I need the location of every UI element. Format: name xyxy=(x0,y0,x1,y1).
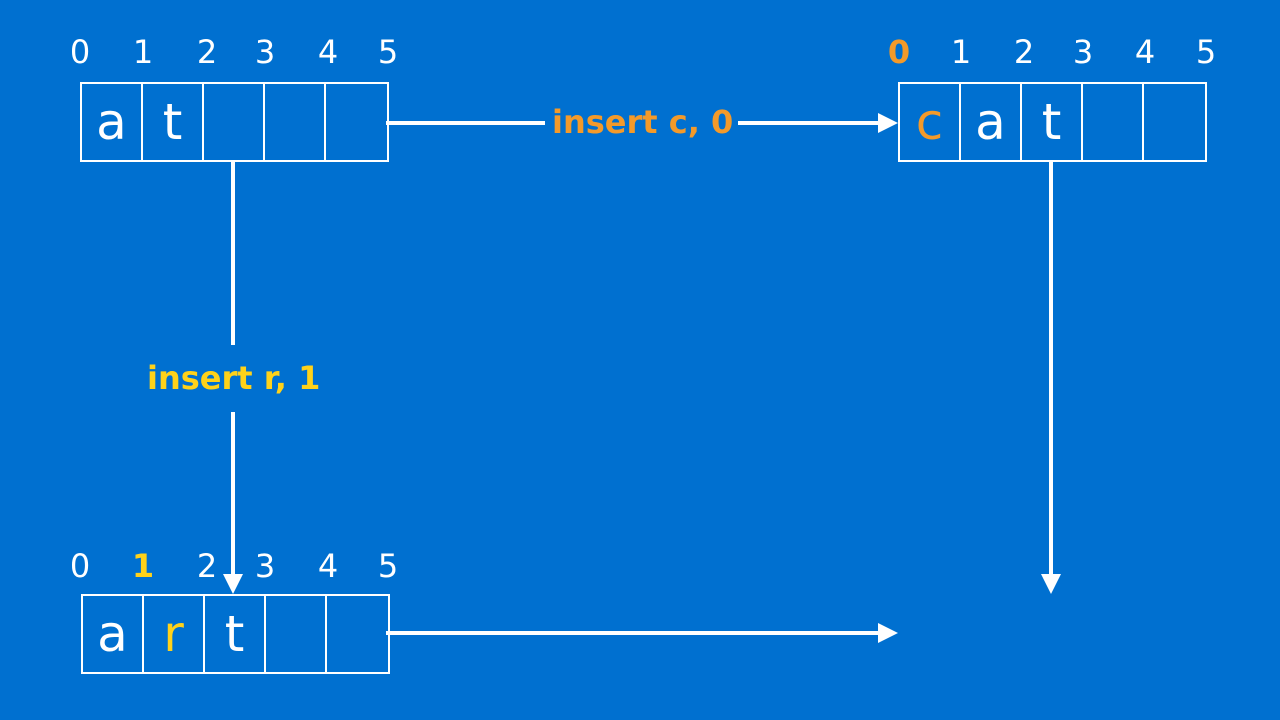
index-label: 5 xyxy=(377,33,399,71)
index-label: 0 xyxy=(69,547,91,585)
cell-row-top-left: a t xyxy=(80,82,389,162)
index-row-bottom-left: 0 1 2 3 4 5 xyxy=(0,548,420,584)
array-cell: t xyxy=(205,596,266,672)
array-cell xyxy=(1083,84,1144,160)
operation-label-insert-r: insert r, 1 xyxy=(147,359,321,397)
array-cell: t xyxy=(143,84,204,160)
array-cell xyxy=(327,596,388,672)
index-row-top-right: 0 1 2 3 4 5 xyxy=(0,34,1280,70)
index-label: 2 xyxy=(196,33,218,71)
index-label-highlighted: 1 xyxy=(131,547,155,585)
index-label: 2 xyxy=(1013,33,1035,71)
array-cell-highlighted: c xyxy=(900,84,961,160)
index-label: 3 xyxy=(254,33,276,71)
index-row-top-left: 0 1 2 3 4 5 xyxy=(0,34,420,70)
index-label-highlighted: 0 xyxy=(887,33,911,71)
index-label: 4 xyxy=(1134,33,1156,71)
array-cell xyxy=(326,84,387,160)
index-label: 1 xyxy=(132,33,154,71)
array-cell xyxy=(265,84,326,160)
array-cell xyxy=(266,596,327,672)
index-label: 4 xyxy=(317,33,339,71)
cell-row-bottom-left: a r t xyxy=(81,594,390,674)
cell-row-top-right: c a t xyxy=(898,82,1207,162)
index-label: 1 xyxy=(950,33,972,71)
array-cell: a xyxy=(83,596,144,672)
array-cell-highlighted: r xyxy=(144,596,205,672)
operation-label-insert-c: insert c, 0 xyxy=(552,103,734,141)
index-label: 2 xyxy=(196,547,218,585)
index-label: 3 xyxy=(1072,33,1094,71)
array-cell: t xyxy=(1022,84,1083,160)
index-label: 3 xyxy=(254,547,276,585)
index-label: 5 xyxy=(1195,33,1217,71)
array-cell: a xyxy=(82,84,143,160)
index-label: 0 xyxy=(69,33,91,71)
index-label: 4 xyxy=(317,547,339,585)
array-cell: a xyxy=(961,84,1022,160)
array-cell xyxy=(204,84,265,160)
index-label: 5 xyxy=(377,547,399,585)
array-cell xyxy=(1144,84,1205,160)
